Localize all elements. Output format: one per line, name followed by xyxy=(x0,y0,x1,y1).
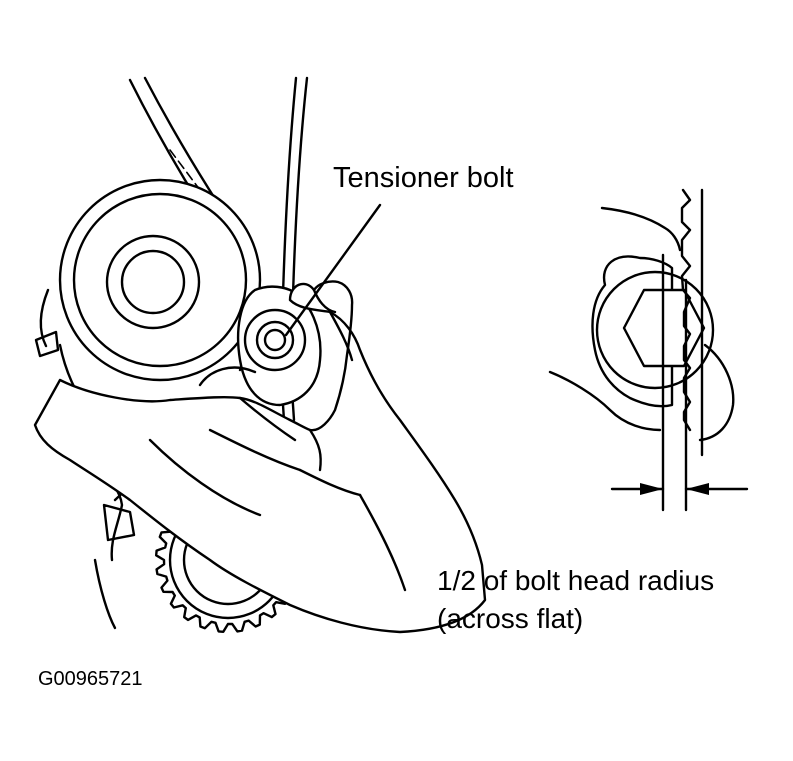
hand-drawing xyxy=(33,280,487,634)
figure-code: G00965721 xyxy=(38,668,143,690)
tensioner-bolt-leader-line xyxy=(284,203,382,337)
bolt-head-radius-label: 1/2 of bolt head radius (across flat) xyxy=(437,562,714,638)
tensioner-bolt-label: Tensioner bolt xyxy=(333,162,514,194)
bolt-alignment-detail xyxy=(548,188,749,512)
camshaft-pulley xyxy=(58,178,262,382)
bolt-head-radius-label-line1: 1/2 of bolt head radius xyxy=(437,565,715,596)
bolt-head-radius-label-line2: (across flat) xyxy=(437,603,584,634)
